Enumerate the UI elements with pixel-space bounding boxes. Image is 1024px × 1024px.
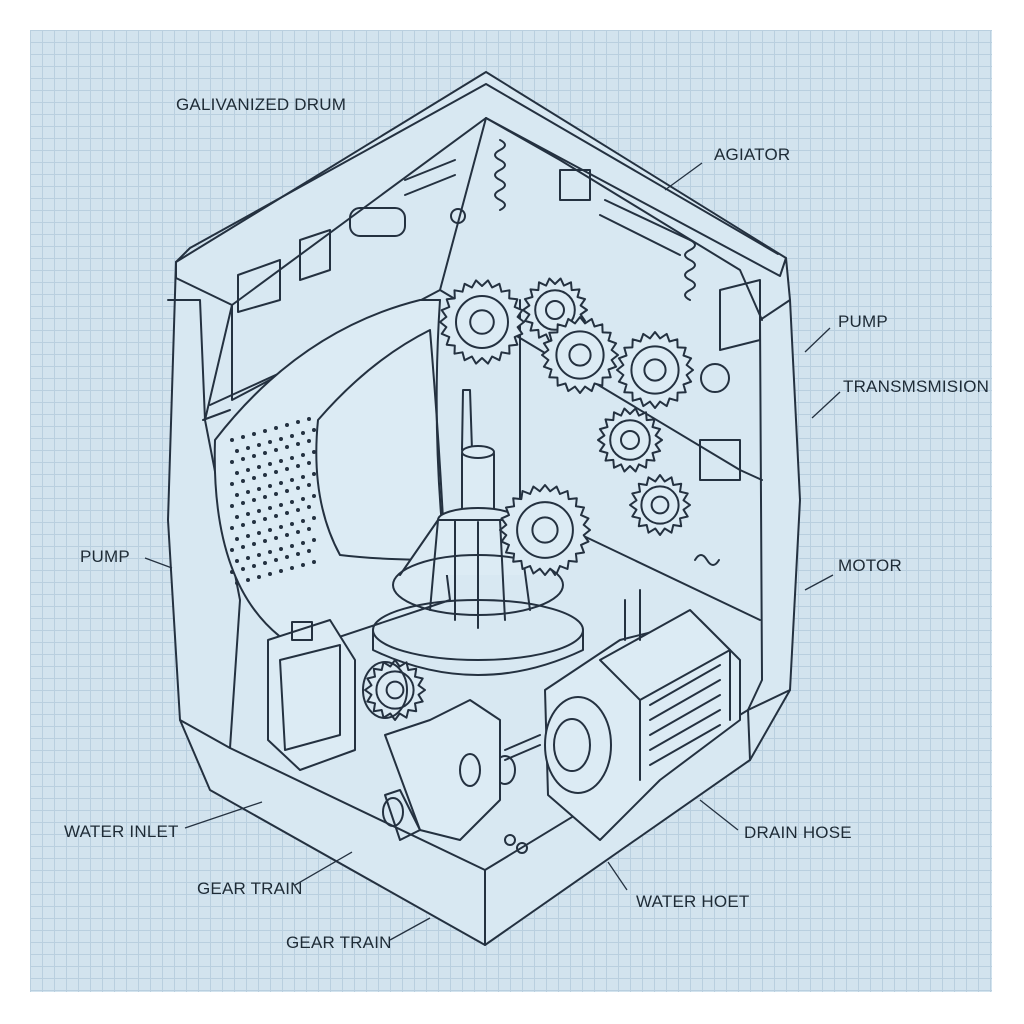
label-gear-train-2: GEAR TRAIN (286, 933, 392, 952)
label-gear-train-1: GEAR TRAIN (197, 879, 303, 898)
gear-5 (597, 407, 663, 473)
label-water-inlet: WATER INLET (64, 822, 179, 841)
leader-drain-hose (699, 799, 739, 831)
gear-4 (616, 331, 694, 409)
gear-train (364, 277, 694, 721)
leader-water-inlet (184, 801, 263, 829)
leader-gear-train-2 (389, 917, 431, 941)
motor (494, 589, 741, 841)
leader-transmission (811, 391, 841, 419)
gear-6 (629, 474, 691, 536)
drum-perforations (230, 417, 316, 585)
label-water-hoet: WATER HOET (636, 892, 750, 911)
label-motor: MOTOR (838, 556, 902, 575)
leader-pump-left (144, 557, 173, 569)
label-transmission: TRANSMSMISION (843, 377, 990, 396)
gear-3 (541, 316, 619, 394)
leader-water-hoet (607, 861, 628, 891)
label-agitator: AGIATOR (714, 145, 791, 164)
gear-7 (499, 484, 591, 576)
leader-pump-right (804, 327, 831, 353)
leader-motor (804, 574, 834, 591)
gear-1 (439, 279, 525, 365)
label-pump-right: PUMP (838, 312, 888, 331)
label-pump-left: PUMP (80, 547, 130, 566)
springs-and-brackets (237, 139, 761, 566)
label-galvanized-drum: GALIVANIZED DRUM (176, 95, 347, 114)
gear-8 (364, 659, 426, 721)
leader-gear-train-1 (294, 851, 353, 886)
leader-agitator (664, 162, 703, 191)
label-drain-hose: DRAIN HOSE (744, 823, 852, 842)
pump-assembly (267, 619, 528, 854)
